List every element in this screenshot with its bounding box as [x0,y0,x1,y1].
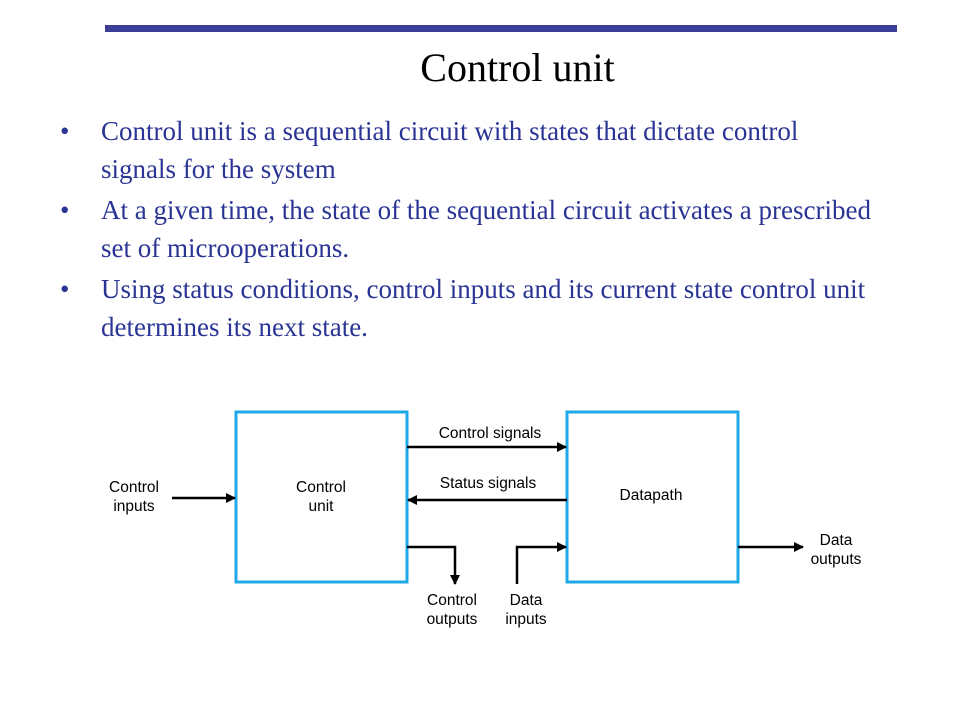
bullet-text: Control unit is a sequential circuit wit… [101,116,799,184]
data-inputs-arrow [515,542,567,584]
data-outputs-label-line1: Data [820,532,853,549]
bullet-dot: • [60,274,70,304]
bullet-text: Using status conditions, control inputs … [101,274,866,342]
control-inputs-label-line2: inputs [113,498,155,515]
data-outputs-label-line2: outputs [811,551,862,568]
slide-title: Control unit [420,45,615,90]
control-unit-label-line2: unit [309,498,335,515]
control-outputs-label-line2: outputs [427,611,478,628]
bullet-dot: • [60,195,70,225]
bullet-item: • Using status conditions, control input… [60,270,880,346]
datapath-box [565,410,740,584]
control-outputs-arrow [407,545,460,585]
data-inputs-label-line1: Data [510,592,543,609]
control-signals-label: Control signals [439,425,542,442]
bullet-dot: • [60,116,70,146]
bullet-text: At a given time, the state of the sequen… [101,195,871,263]
bullet-item: • At a given time, the state of the sequ… [60,191,880,267]
control-outputs-label-line1: Control [427,592,477,609]
status-signals-label: Status signals [440,475,537,492]
bullet-item: • Control unit is a sequential circuit w… [60,112,880,188]
bullet-list: • Control unit is a sequential circuit w… [60,112,880,349]
control-inputs-label-line1: Control [109,479,159,496]
control-unit-label-line1: Control [296,479,346,496]
control-unit-box [234,410,409,584]
datapath-label: Datapath [620,487,683,504]
data-inputs-label-line2: inputs [505,611,547,628]
top-rule [105,25,897,32]
